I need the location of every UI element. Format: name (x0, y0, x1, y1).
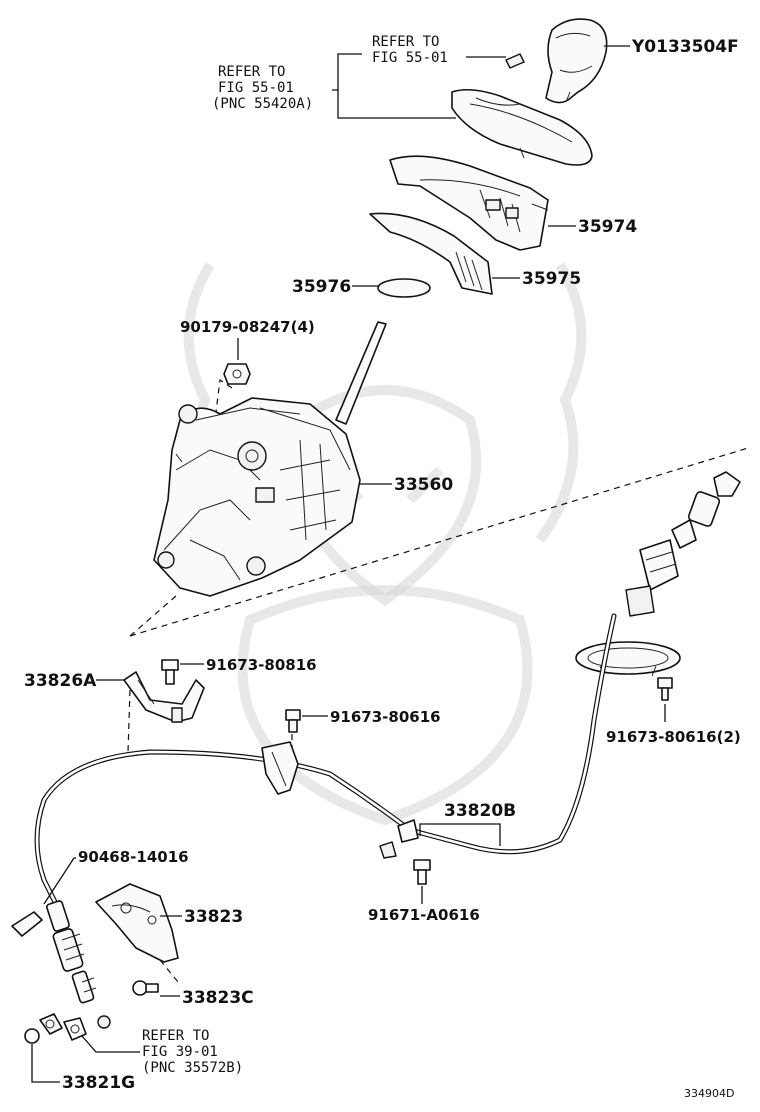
label-33560: 33560 (394, 475, 453, 495)
lower-cable-end (11, 900, 111, 1029)
boundary-dashed-line (129, 447, 749, 637)
middle-cable-bracket (261, 741, 299, 795)
ref2-line3: (PNC 55420A) (212, 96, 313, 112)
label-33826A: 33826A (24, 671, 97, 691)
shift-bezel (451, 88, 593, 166)
label-35976: 35976 (292, 277, 351, 297)
ref2-line2: FIG 55-01 (218, 80, 294, 96)
bolt-91673-80616-2 (657, 677, 673, 701)
label-35974: 35974 (578, 217, 637, 237)
bracket-33823 (95, 883, 179, 963)
label-91673-80616: 91673-80616 (330, 708, 441, 726)
part-35975-plate (369, 212, 493, 295)
label-knob: Y0133504F (631, 37, 739, 57)
label-33823C: 33823C (182, 988, 254, 1008)
label-91671-A0616: 91671-A0616 (368, 906, 480, 924)
label-33820B: 33820B (444, 801, 516, 821)
ref2-line1: REFER TO (218, 64, 285, 80)
nut-90179 (223, 363, 251, 385)
bracket-33826A (123, 671, 205, 723)
label-33823: 33823 (184, 907, 243, 927)
bolt-33823C (132, 980, 159, 996)
clip-33821G (24, 1013, 87, 1044)
shift-lever-rod (335, 321, 387, 425)
bolt-91673-80616 (285, 709, 301, 733)
cable-grommet-plate (575, 641, 681, 677)
bolt-91671-A0616 (413, 859, 431, 885)
diagram-code: 334904D (684, 1087, 734, 1100)
label-90179: 90179-08247(4) (180, 318, 315, 336)
ref3-line3: (PNC 35572B) (142, 1060, 243, 1076)
ref1-line2: FIG 55-01 (372, 50, 448, 66)
label-35975: 35975 (522, 269, 581, 289)
label-33821G: 33821G (62, 1073, 135, 1093)
label-90468-14016: 90468-14016 (78, 848, 189, 866)
shift-knob (545, 18, 608, 104)
control-cable-33820B (34, 613, 617, 907)
shift-lever-assembly (153, 397, 361, 597)
ref3-line1: REFER TO (142, 1028, 209, 1044)
label-91673-80816: 91673-80816 (206, 656, 317, 674)
label-91673-80616-2: 91673-80616(2) (606, 728, 741, 746)
ref1-line1: REFER TO (372, 34, 439, 50)
clip-piece (505, 53, 525, 69)
bolt-91673-80816 (161, 659, 179, 685)
cable-end-fitting (625, 471, 741, 617)
part-35976-oval (377, 278, 431, 298)
ref3-line2: FIG 39-01 (142, 1044, 218, 1060)
part-35974-housing (389, 155, 549, 251)
cable-clip (379, 819, 419, 859)
